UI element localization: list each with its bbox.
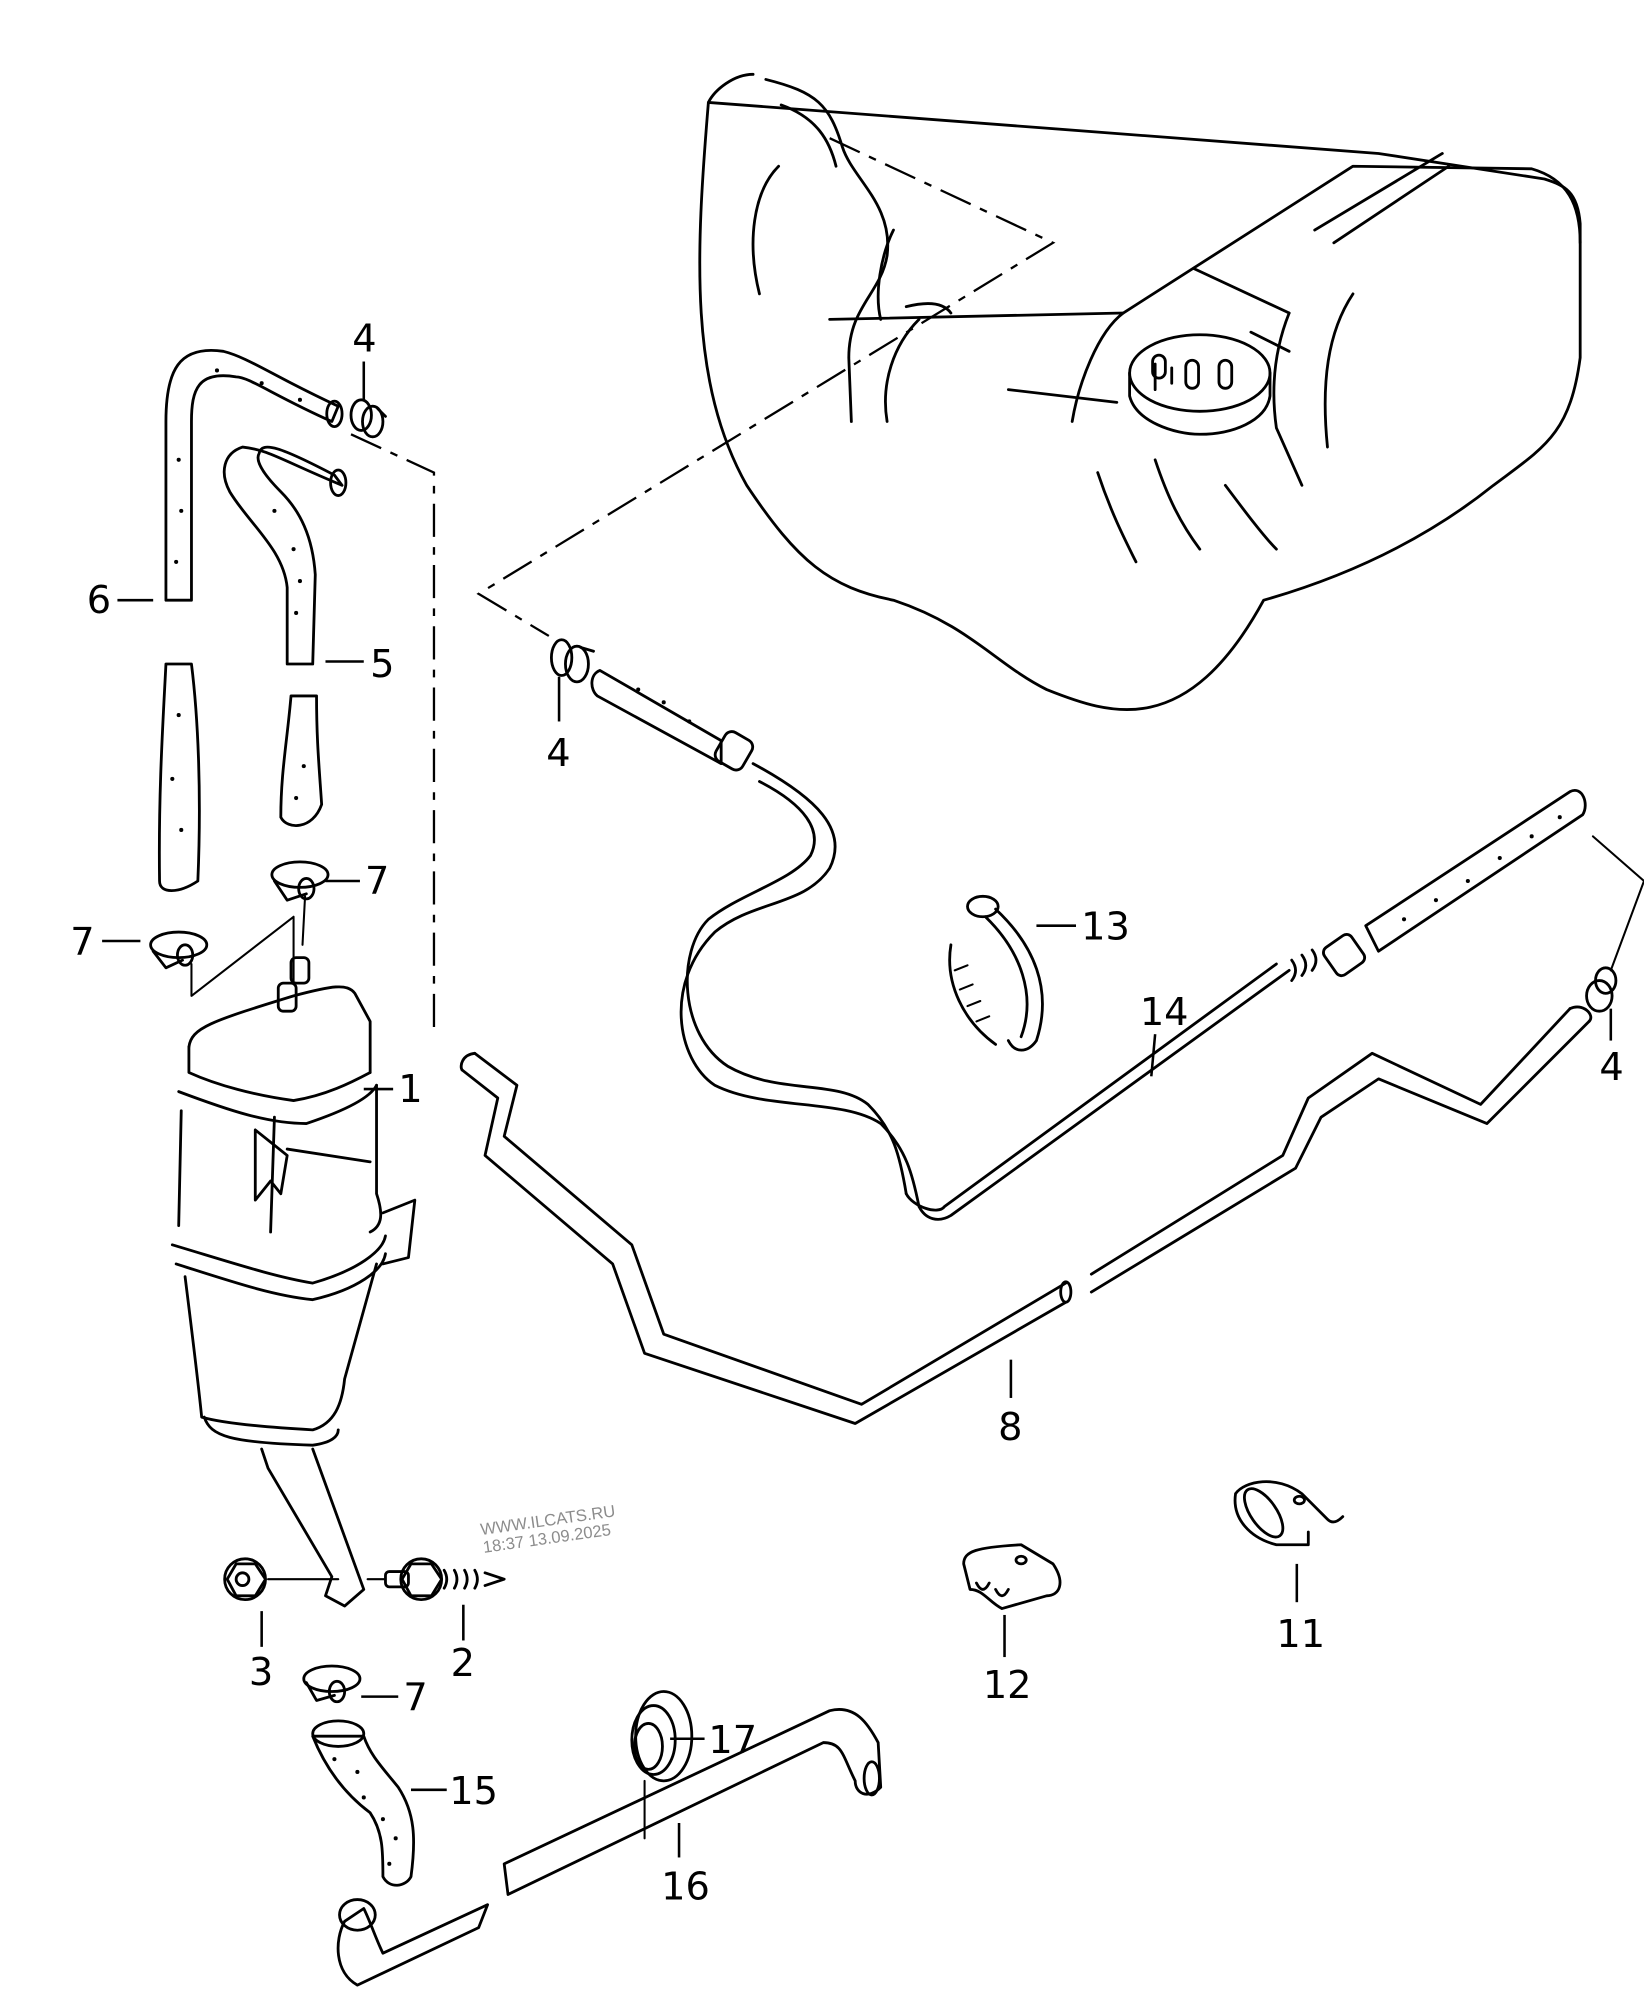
callout-8: 8 (998, 1405, 1022, 1450)
callout-6: 6 (87, 578, 111, 623)
part-7-hose-clamp-lower[interactable] (302, 1664, 362, 1704)
leader-vent-center (350, 433, 436, 1035)
part-4-hose-clip-top[interactable] (349, 398, 387, 439)
part-15-hose[interactable] (311, 1719, 416, 1887)
part-13-cable-tie[interactable] (948, 894, 1044, 1052)
callout-4-right: 4 (1599, 1045, 1623, 1090)
leader-tank-filler (476, 137, 1056, 637)
part-2-screw[interactable] (366, 1557, 506, 1602)
callout-15: 15 (449, 1769, 498, 1814)
part-5-vent-hose[interactable] (222, 445, 348, 827)
callout-13: 13 (1081, 905, 1130, 950)
callout-2: 2 (451, 1641, 475, 1686)
callout-4-top: 4 (352, 316, 376, 361)
part-3-nut[interactable] (223, 1557, 340, 1602)
part-14-vent-line[interactable] (590, 669, 1587, 1221)
part-1-charcoal-canister[interactable] (170, 956, 417, 1608)
part-8-vent-line[interactable] (459, 1005, 1593, 1425)
callout-4-left: 4 (546, 731, 570, 776)
part-12-line-holder[interactable] (962, 1543, 1062, 1610)
callout-11: 11 (1276, 1612, 1325, 1657)
callout-17: 17 (708, 1718, 757, 1763)
part-4-hose-clip-right[interactable] (1585, 835, 1644, 1013)
part-7-hose-clamp-upper-left[interactable] (149, 915, 295, 997)
callout-3: 3 (249, 1650, 273, 1695)
callout-7-upper-left: 7 (70, 920, 94, 965)
callout-16: 16 (661, 1865, 710, 1910)
callout-1: 1 (398, 1067, 422, 1112)
part-11-retainer[interactable] (1233, 1480, 1345, 1547)
callout-7-lower: 7 (403, 1676, 427, 1721)
callout-12: 12 (983, 1663, 1032, 1708)
callout-14: 14 (1140, 990, 1189, 1035)
part-4-hose-clip-left[interactable] (549, 638, 595, 684)
watermark: WWW.ILCATS.RU 18:37 13.09.2025 (479, 1501, 616, 1556)
part-7-hose-clamp-upper-right[interactable] (270, 860, 330, 946)
part-16-line[interactable] (336, 1708, 883, 1987)
callout-7-upper-right: 7 (365, 859, 389, 904)
fuel-tank (698, 72, 1582, 711)
part-6-vent-hose[interactable] (157, 348, 344, 892)
callout-5: 5 (370, 642, 394, 687)
